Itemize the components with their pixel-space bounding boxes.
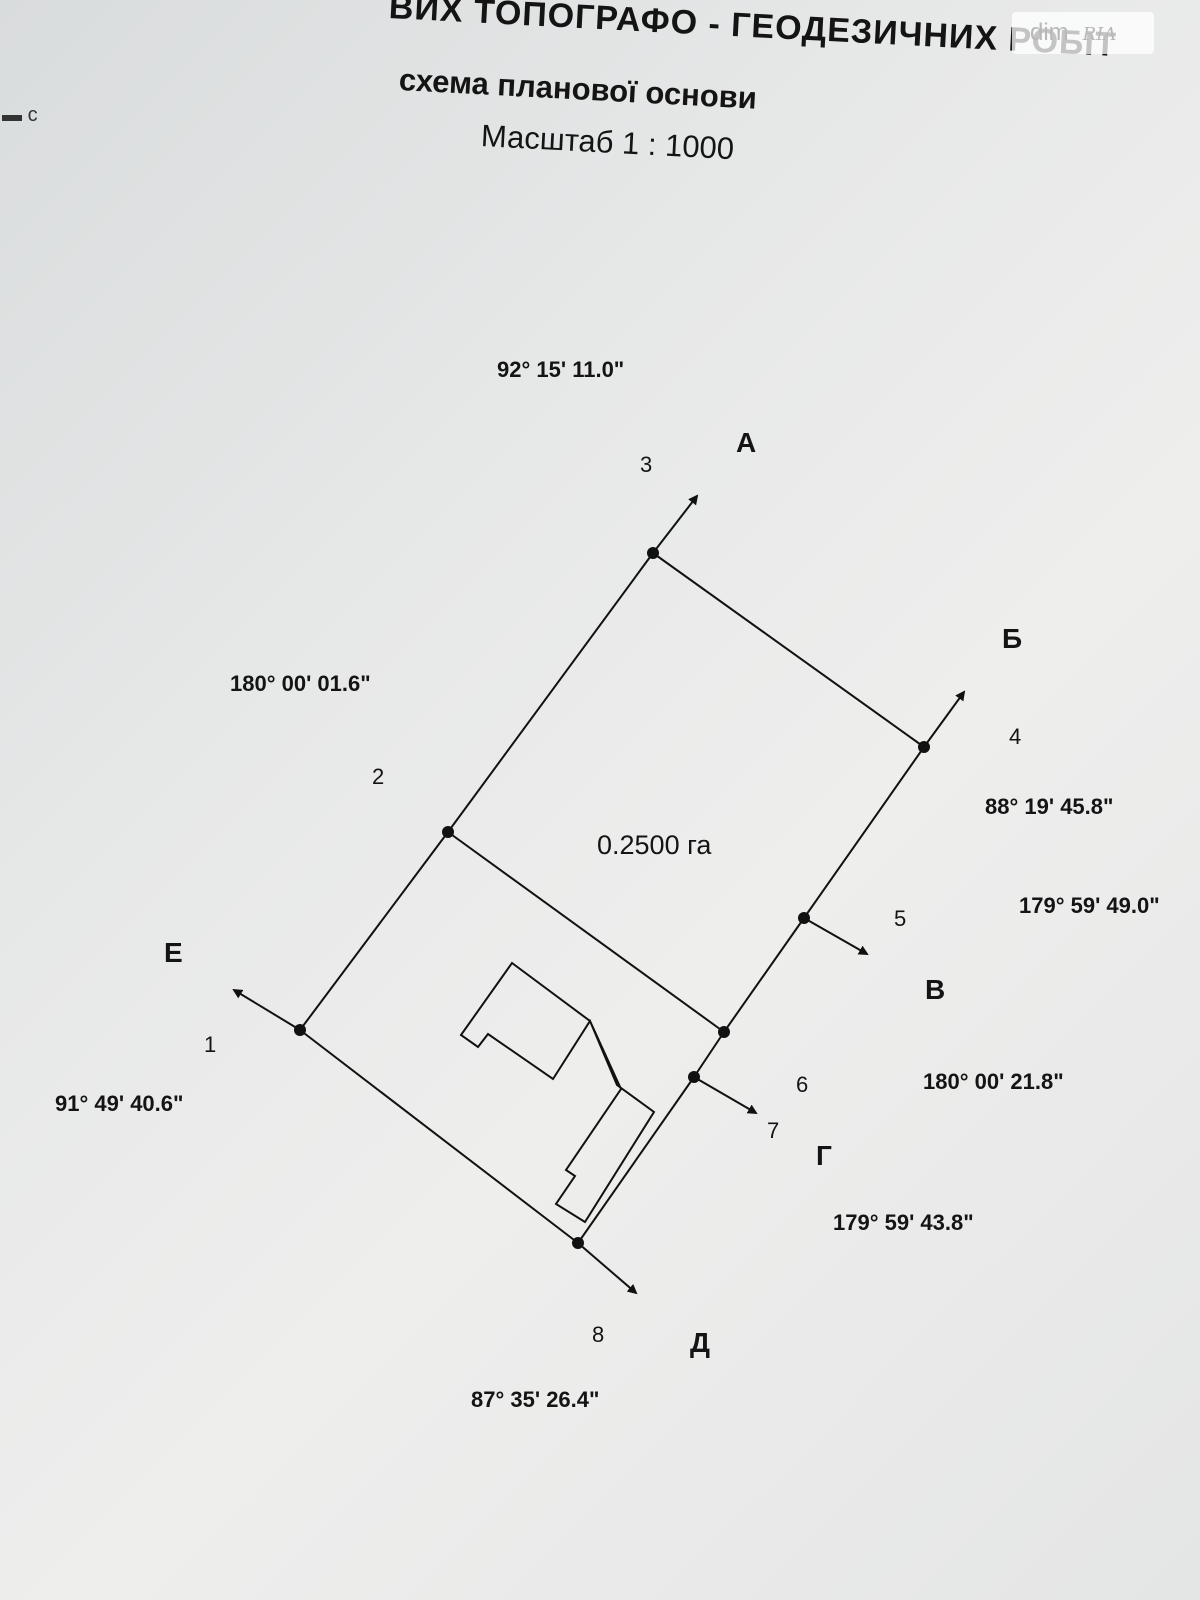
angle-point-8: 87° 35' 26.4" (471, 1387, 599, 1412)
building-outline (459, 961, 656, 1224)
boundary-letter-e: Е (164, 937, 183, 968)
arrow-d (577, 1242, 638, 1295)
watermark-brand: dim (1030, 19, 1069, 46)
boundary-letter-d: Д (690, 1327, 710, 1358)
angle-point-4: 88° 19' 45.8" (985, 794, 1113, 819)
point-3-marker (647, 547, 659, 559)
boundary-3-4 (652, 552, 925, 748)
angle-point-1: 91° 49' 40.6" (55, 1091, 183, 1116)
arrow-g (693, 1076, 758, 1115)
arrow-a (652, 494, 699, 554)
watermark-logo: dim RIA (1012, 12, 1154, 54)
angle-point-5: 179° 59' 49.0" (1019, 893, 1160, 918)
direction-arrows (232, 494, 966, 1295)
point-number-7: 7 (767, 1118, 779, 1143)
point-number-8: 8 (592, 1322, 604, 1347)
angle-point-2: 180° 00' 01.6" (230, 671, 371, 696)
point-4-marker (918, 741, 930, 753)
watermark-sub: RIA (1082, 24, 1117, 45)
point-number-3: 3 (640, 452, 652, 477)
boundary-letter-b: Б (1002, 623, 1022, 654)
boundary-5-6 (723, 917, 805, 1033)
angle-point-6: 180° 00' 21.8" (923, 1069, 1064, 1094)
point-number-4: 4 (1009, 724, 1021, 749)
division-line-2-6 (447, 831, 725, 1033)
angle-point-7: 179° 59' 43.8" (833, 1210, 974, 1235)
boundary-7-8 (577, 1076, 695, 1244)
area-label: 0.2500 га (597, 830, 712, 860)
arrow-e (232, 988, 301, 1031)
point-2-marker (442, 826, 454, 838)
boundary-1-2 (299, 831, 449, 1031)
point-8-marker (572, 1237, 584, 1249)
boundary-letter-g: Г (816, 1140, 832, 1171)
arrow-v (803, 917, 869, 955)
point-number-6: 6 (796, 1072, 808, 1097)
point-number-5: 5 (894, 906, 906, 931)
boundary-8-1 (299, 1029, 579, 1244)
point-1-marker (294, 1024, 306, 1036)
point-7-marker (688, 1071, 700, 1083)
parcel-boundary (299, 552, 925, 1244)
boundary-2-3 (447, 552, 654, 833)
point-number-1: 1 (204, 1032, 216, 1057)
angle-point-3: 92° 15' 11.0" (497, 357, 624, 382)
point-6-marker (718, 1026, 730, 1038)
boundary-letter-a: А (736, 427, 756, 458)
boundary-4-5 (803, 746, 925, 919)
arrow-b (923, 690, 966, 748)
point-number-2: 2 (372, 764, 384, 789)
survey-points (294, 547, 930, 1249)
boundary-letter-v: В (925, 974, 945, 1005)
boundary-6-7 (693, 1031, 725, 1078)
point-5-marker (798, 912, 810, 924)
corner-mark: ▬ c (2, 104, 38, 126)
